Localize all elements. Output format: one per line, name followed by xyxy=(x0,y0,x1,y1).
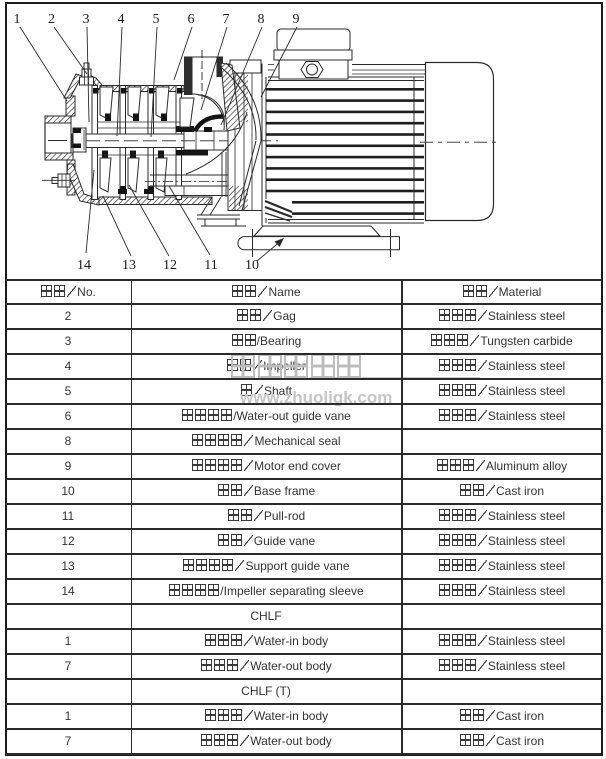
svg-text:5: 5 xyxy=(153,12,160,27)
svg-text:2: 2 xyxy=(48,12,55,27)
svg-text:1: 1 xyxy=(14,12,21,27)
svg-text:8: 8 xyxy=(258,12,265,27)
svg-text:3: 3 xyxy=(83,12,90,27)
svg-text:10: 10 xyxy=(245,258,259,273)
svg-text:13: 13 xyxy=(122,258,136,273)
svg-text:4: 4 xyxy=(118,12,125,27)
svg-text:7: 7 xyxy=(223,12,230,27)
svg-text:12: 12 xyxy=(163,258,177,273)
svg-text:11: 11 xyxy=(204,258,217,273)
svg-text:14: 14 xyxy=(77,258,91,273)
svg-text:6: 6 xyxy=(188,12,195,27)
svg-text:9: 9 xyxy=(293,12,300,27)
